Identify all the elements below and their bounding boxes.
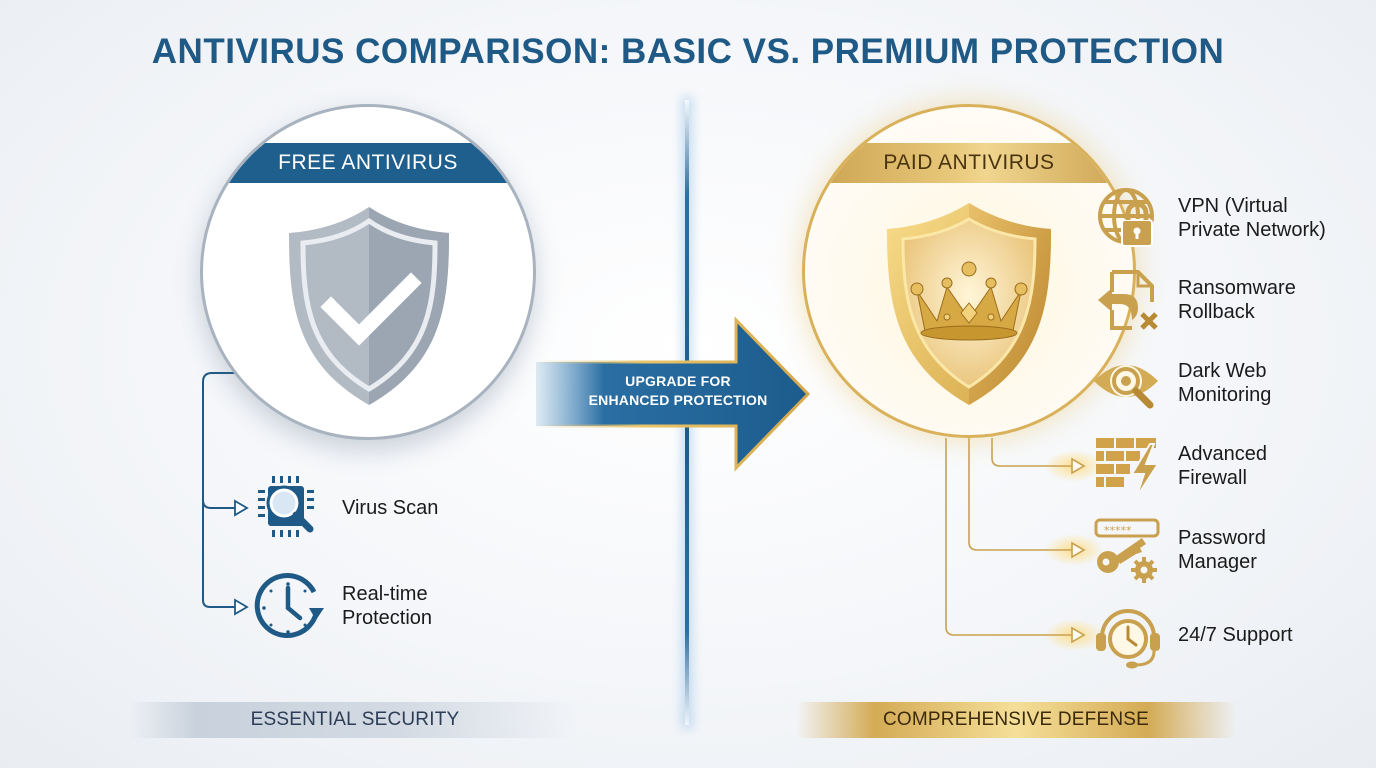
file-rollback-icon: [1092, 264, 1164, 336]
free-antivirus-banner: FREE ANTIVIRUS: [203, 143, 533, 183]
feature-vpn: VPN (Virtual Private Network): [1092, 182, 1326, 254]
feature-label: VPN (Virtual Private Network): [1178, 195, 1326, 241]
shield-check-icon: [289, 207, 449, 405]
headset-clock-icon: [1092, 599, 1164, 671]
feature-label: Password Manager: [1178, 527, 1266, 573]
paid-antivirus-banner: PAID ANTIVIRUS: [805, 143, 1133, 183]
feature-label: Real-time Protection: [342, 583, 433, 629]
feature-dark-web-monitoring: Dark Web Monitoring: [1092, 347, 1271, 419]
firewall-bolt-icon: [1092, 430, 1164, 502]
feature-label: Virus Scan: [342, 497, 439, 519]
feature-label: Dark Web Monitoring: [1178, 360, 1272, 406]
feature-password-manager: ***** Password Manager: [1092, 514, 1266, 586]
feature-virus-scan: Virus Scan: [254, 472, 438, 544]
feature-label: Ransomware Rollback: [1178, 277, 1296, 323]
page-title: ANTIVIRUS COMPARISON: BASIC VS. PREMIUM …: [151, 32, 1225, 71]
globe-lock-icon: [1092, 182, 1164, 254]
svg-text:*****: *****: [1104, 524, 1132, 537]
feature-label: 24/7 Support: [1178, 624, 1293, 646]
comprehensive-defense-label: COMPREHENSIVE DEFENSE: [796, 702, 1236, 738]
shield-crown-icon: [887, 203, 1051, 405]
eye-search-icon: [1092, 347, 1164, 419]
feature-real-time-protection: Real-time Protection: [254, 570, 432, 642]
key-gear-icon: *****: [1092, 514, 1164, 586]
upgrade-label: UPGRADE FOR ENHANCED PROTECTION: [588, 373, 768, 408]
free-antivirus-card: FREE ANTIVIRUS: [200, 104, 536, 440]
feature-label: Advanced Firewall: [1178, 443, 1267, 489]
upgrade-arrow: [536, 316, 811, 472]
feature-24-7-support: 24/7 Support: [1092, 599, 1293, 671]
essential-security-label: ESSENTIAL SECURITY: [130, 702, 580, 738]
clock-refresh-icon: [254, 570, 326, 642]
feature-ransomware-rollback: Ransomware Rollback: [1092, 264, 1296, 336]
chip-magnifier-icon: [254, 472, 326, 544]
paid-antivirus-card: PAID ANTIVIRUS: [802, 104, 1136, 438]
feature-advanced-firewall: Advanced Firewall: [1092, 430, 1267, 502]
